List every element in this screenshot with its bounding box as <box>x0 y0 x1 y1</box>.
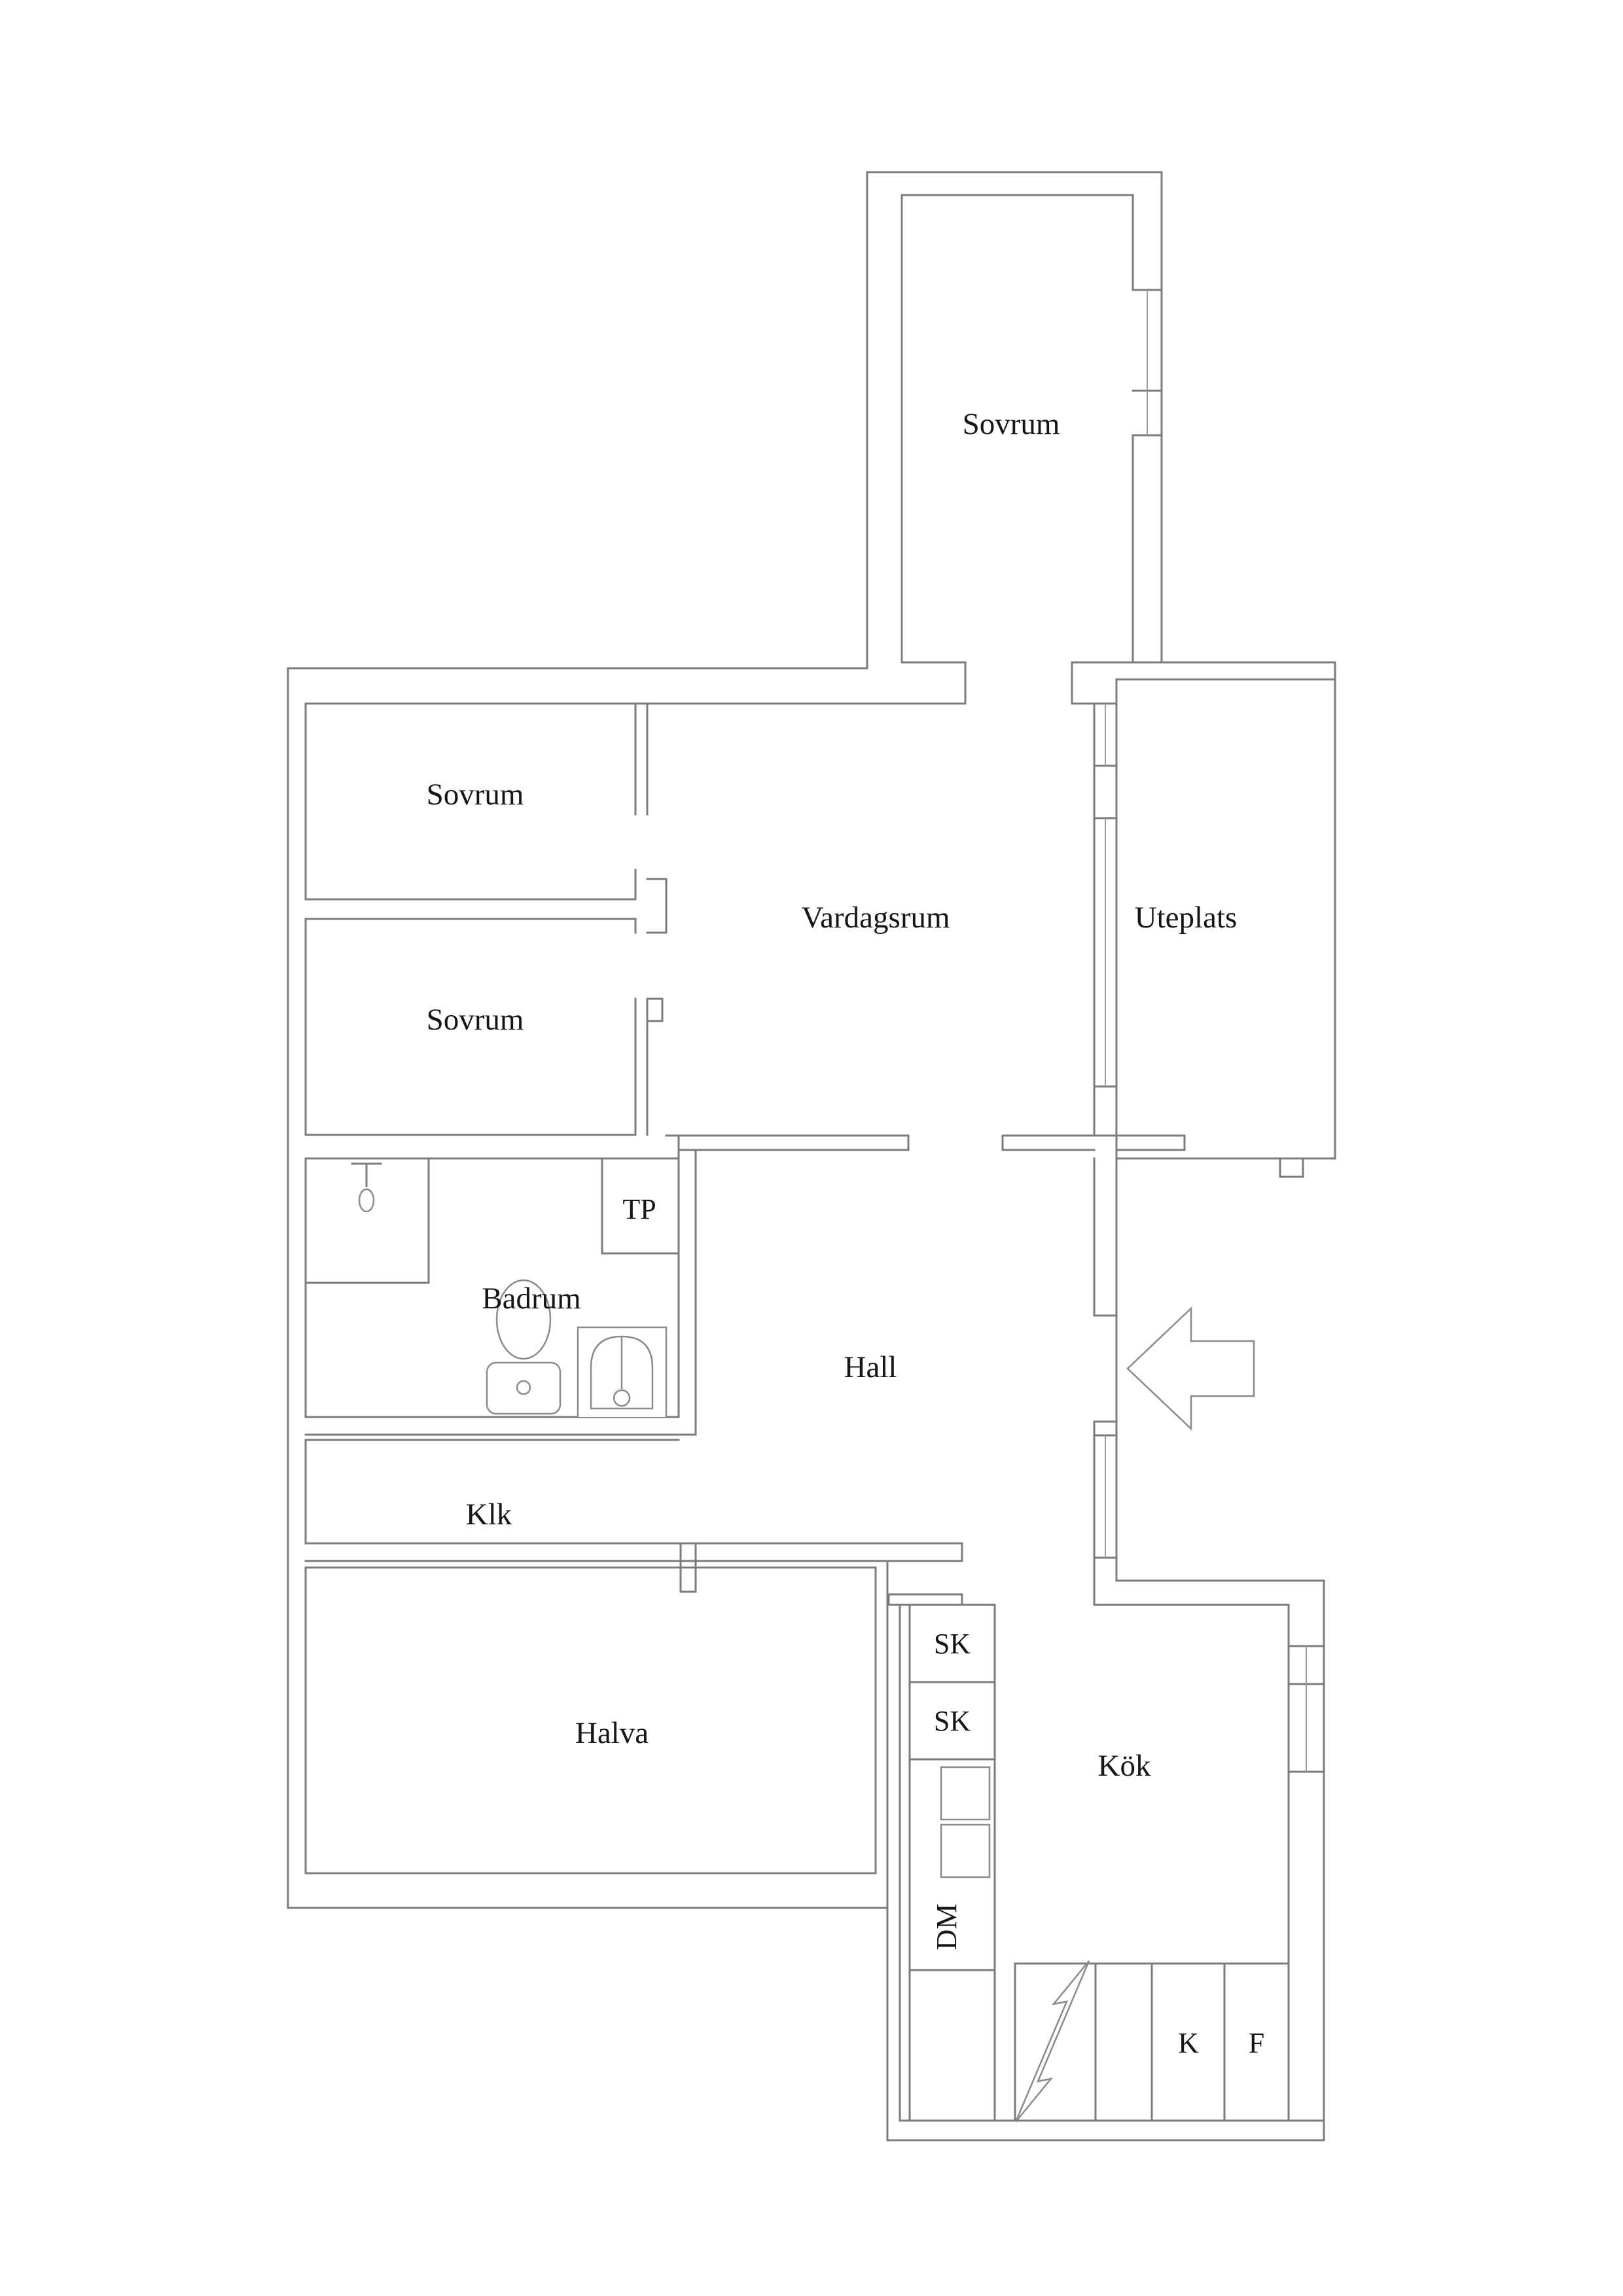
room-label-vardagsrum: Vardagsrum <box>801 901 950 935</box>
shower-head-icon <box>358 1188 375 1213</box>
room-label-hall: Hall <box>844 1350 897 1384</box>
room-label-halva: Halva <box>575 1716 649 1750</box>
room-label-tp: TP <box>622 1193 656 1225</box>
room-label-uteplats: Uteplats <box>1135 901 1238 935</box>
room-label-k: K <box>1178 2027 1199 2059</box>
toilet-flush-icon <box>516 1380 531 1395</box>
toilet-bowl-icon <box>495 1279 552 1360</box>
room-label-f: F <box>1249 2027 1264 2059</box>
washbasin-drain-icon <box>613 1389 631 1407</box>
stove-lightning-icon <box>1014 1960 1090 2123</box>
room-label-dm: DM <box>931 1904 963 1950</box>
room-label-badrum: Badrum <box>482 1282 580 1316</box>
room-label-sk-1: SK <box>934 1628 971 1660</box>
room-label-sovrum-west-1: Sovrum <box>427 778 524 812</box>
room-label-sk-2: SK <box>934 1705 971 1737</box>
appliance-front-icon <box>940 1823 991 1878</box>
entry-arrow-icon <box>1126 1306 1255 1431</box>
room-label-sovrum-north: Sovrum <box>963 407 1060 441</box>
room-label-kok: Kök <box>1098 1749 1151 1783</box>
dishwasher-front-icon <box>940 1766 991 1821</box>
room-label-sovrum-west-2: Sovrum <box>427 1003 524 1037</box>
room-label-klk: Klk <box>466 1498 512 1532</box>
